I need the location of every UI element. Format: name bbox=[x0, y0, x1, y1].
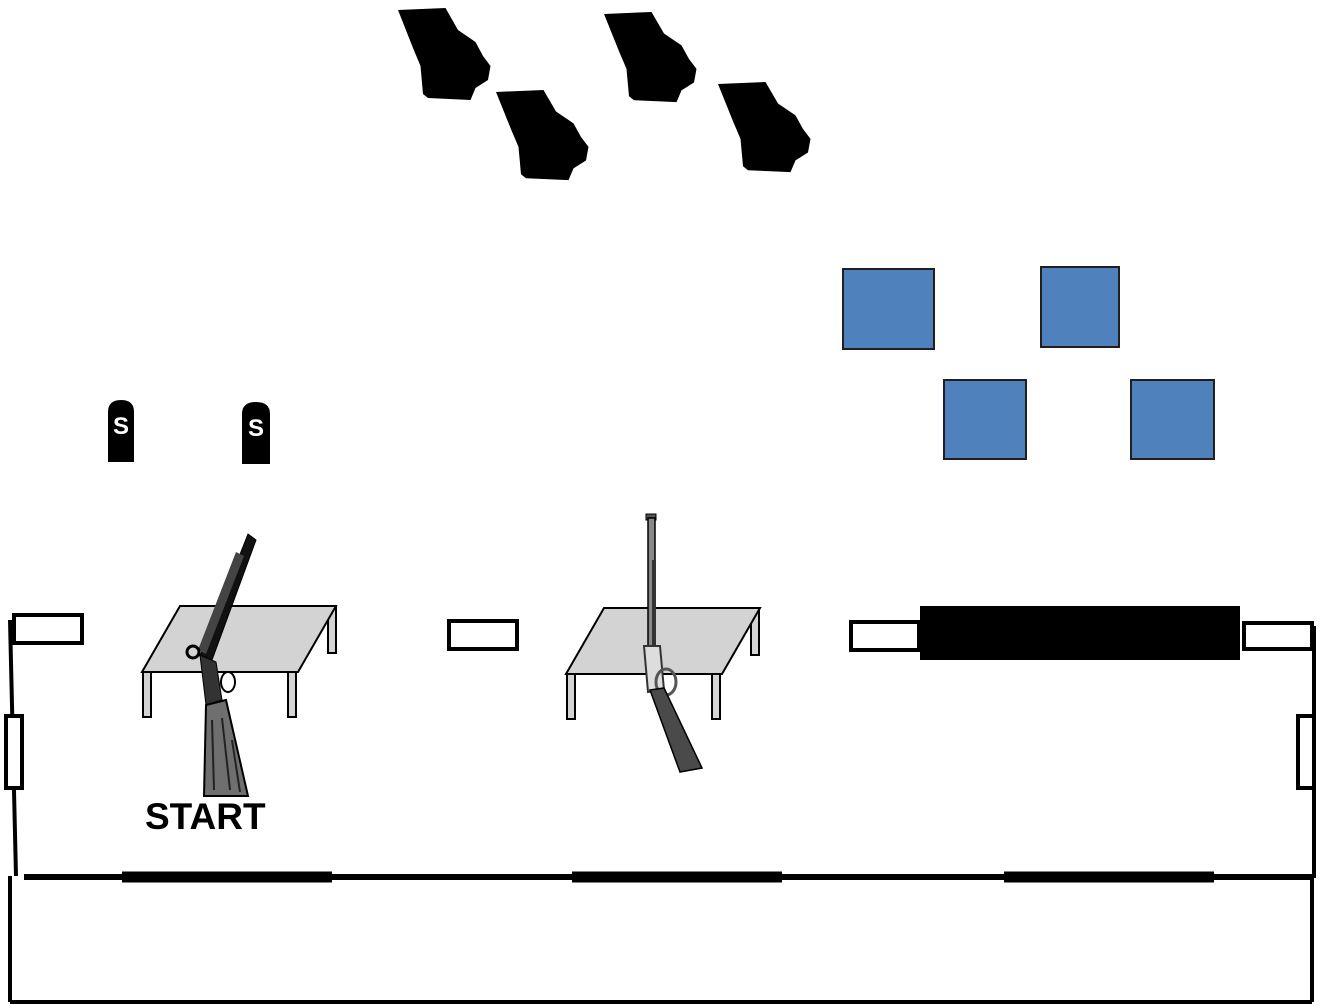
georgia-silhouette-icon bbox=[398, 8, 491, 100]
position-marker bbox=[447, 619, 519, 651]
marker-group bbox=[12, 613, 1314, 652]
state-target-group bbox=[398, 8, 811, 181]
steel-square-target bbox=[1040, 266, 1120, 348]
shotgun-target-letter: S bbox=[248, 415, 264, 442]
steel-square-target bbox=[943, 379, 1027, 460]
table-left bbox=[140, 605, 338, 718]
loading-area bbox=[8, 876, 1314, 1004]
position-marker bbox=[1242, 621, 1314, 651]
shotgun-icon bbox=[185, 533, 257, 797]
steel-square-target bbox=[1130, 379, 1215, 460]
rifle-icon bbox=[642, 513, 704, 773]
georgia-silhouette-icon bbox=[718, 82, 811, 173]
shotgun-target-letter: S bbox=[113, 413, 129, 440]
shotgun-knockdown-target-icon: S bbox=[108, 400, 134, 462]
georgia-silhouette-icon bbox=[496, 90, 589, 181]
shotgun-target-group: S S bbox=[108, 400, 270, 464]
shotgun-knockdown-target-icon: S bbox=[242, 402, 270, 464]
start-label: START bbox=[145, 796, 266, 837]
rail-barrier bbox=[920, 606, 1240, 660]
position-marker bbox=[849, 620, 921, 652]
table-middle bbox=[564, 607, 762, 720]
georgia-silhouette-icon bbox=[604, 12, 697, 103]
position-marker bbox=[12, 613, 84, 645]
steel-square-group bbox=[842, 266, 1215, 460]
steel-square-target bbox=[842, 268, 935, 350]
bay-walls bbox=[4, 619, 1316, 878]
